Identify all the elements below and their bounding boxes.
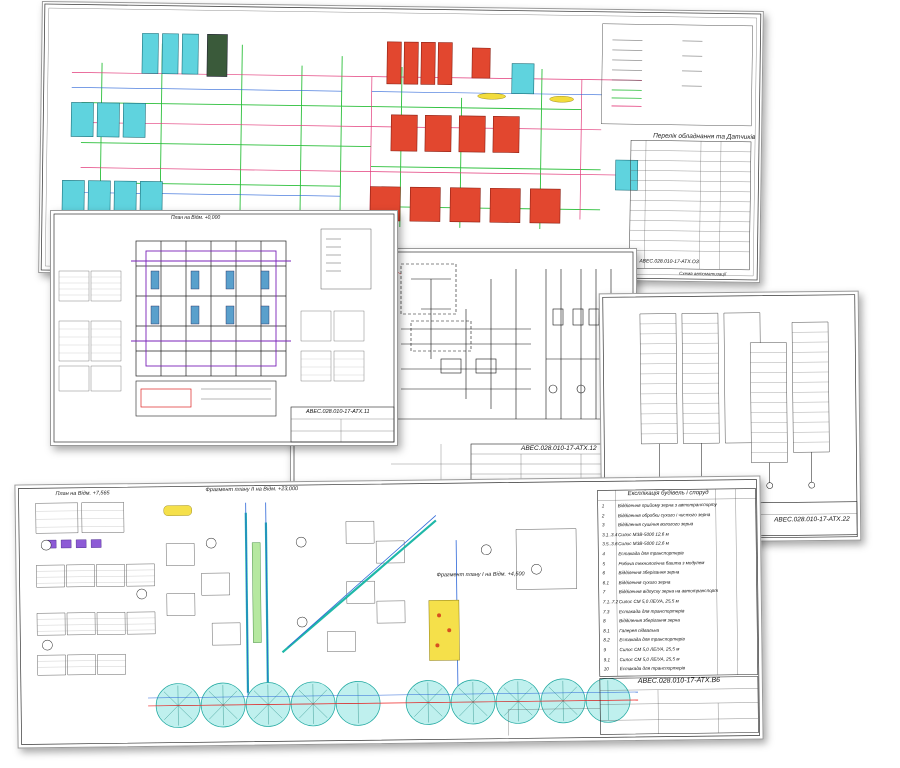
row-name: Силос МЗВ-5000 12,6 м <box>618 540 669 547</box>
row-number: 3 <box>601 522 605 528</box>
sheet-bottom-plan: План на Відм. +7,565 Фрагмент плану II н… <box>14 475 764 749</box>
floor-plan-top-label: План на Відм. +0,000 <box>171 215 221 221</box>
equipment-table-title: Перелік обладнання та Датчиків <box>653 132 756 141</box>
main-scheme-code: АВЕС.028.010-17-АТХ.ОЗ <box>639 258 699 266</box>
tables-code: АВЕС.028.010-17-АТХ.22 <box>774 515 850 524</box>
bottom-plan-drawing <box>18 479 760 745</box>
row-name: Естакада для транспортерів <box>618 607 685 614</box>
row-name: Силос СМ 5,0 ЛЕ/УА, 25,5 м <box>619 655 680 662</box>
row-name: Естакада для транспортерів <box>619 636 685 643</box>
row-number: 4 <box>602 551 605 557</box>
row-name: Робоча технологічна башта з модулем <box>618 559 705 566</box>
row-number: 8.1 <box>603 628 610 634</box>
row-number: 9.1 <box>603 656 611 662</box>
main-scheme-caption: Схема автоматизації <box>679 270 726 277</box>
row-number: 7.1..7.2 <box>602 599 619 605</box>
explication-rows: 1 Відділення прийому зерна з автотранспо… <box>600 501 758 676</box>
sheet-tables: АВЕС.028.010-17-АТХ.22 <box>598 290 862 544</box>
row-number: 3.5..3.6 <box>602 541 618 547</box>
row-number: 6 <box>602 570 606 576</box>
row-name: Силос СМ 5,0 ЛЕ/УА, 25,5 м <box>619 646 680 653</box>
bottom-left-label: План на Відм. +7,565 <box>55 490 110 498</box>
row-name: Відділення відпуску зерна на автотранспо… <box>618 588 719 595</box>
circuit-drawing <box>293 251 634 487</box>
row-name: Відділення сухого зерна <box>618 579 671 585</box>
row-name: Відділення прийому зерна з автотранспорт… <box>617 501 717 509</box>
circuit-code: АВЕС.028.010-17-АТХ.12 <box>521 445 597 452</box>
row-number: 5 <box>602 560 606 566</box>
bottom-right-label: Фрагмент плану I на Відм. +4,500 <box>436 571 525 579</box>
row-number: 10 <box>603 666 609 672</box>
row-name: Відділення зберігання зерна <box>619 617 680 624</box>
floor-plan-drawing <box>53 213 395 443</box>
row-number: 7.3 <box>602 608 610 614</box>
row-name: Естакада для транспортерів <box>619 665 686 672</box>
tables-drawing <box>602 294 858 540</box>
row-name: Відділення зберігання зерна <box>618 569 680 576</box>
row-name: Силос СМ 5,0 ЛЕ/УА, 25,5 м <box>618 598 679 605</box>
sheet-floor-plan: План на Відм. +0,000 АВЕС.028.010-17-АТХ… <box>50 210 398 446</box>
row-number: 2 <box>601 512 605 518</box>
explication-row: 10 Естакада для транспортерів <box>602 664 758 675</box>
row-name: Силос МЗВ-5000 12,6 м <box>618 531 669 537</box>
row-number: 7 <box>602 589 606 595</box>
row-number: 1 <box>601 503 605 509</box>
row-number: 8 <box>603 618 606 624</box>
row-number: 8.2 <box>603 637 610 643</box>
row-number: 6.1 <box>602 580 610 586</box>
bottom-plan-code: АВЕС.028.010-17-АТХ.В6 <box>637 676 721 685</box>
row-name: Галерея підвальна <box>619 627 660 633</box>
explication-title: Експлікація будівель і споруд <box>627 490 709 498</box>
row-number: 3.1..3.4 <box>602 531 618 538</box>
bottom-top-label: Фрагмент плану II на Відм. +23,000 <box>205 486 299 494</box>
row-name: Відділення обробки сухого і чистого зерн… <box>617 511 711 518</box>
row-name: Естакада для транспортерів <box>618 550 684 557</box>
floor-plan-code: АВЕС.028.010-17-АТХ.11 <box>306 409 370 415</box>
row-name: Відділення сушіння вологого зерна <box>617 521 694 528</box>
row-number: 9 <box>603 647 607 653</box>
